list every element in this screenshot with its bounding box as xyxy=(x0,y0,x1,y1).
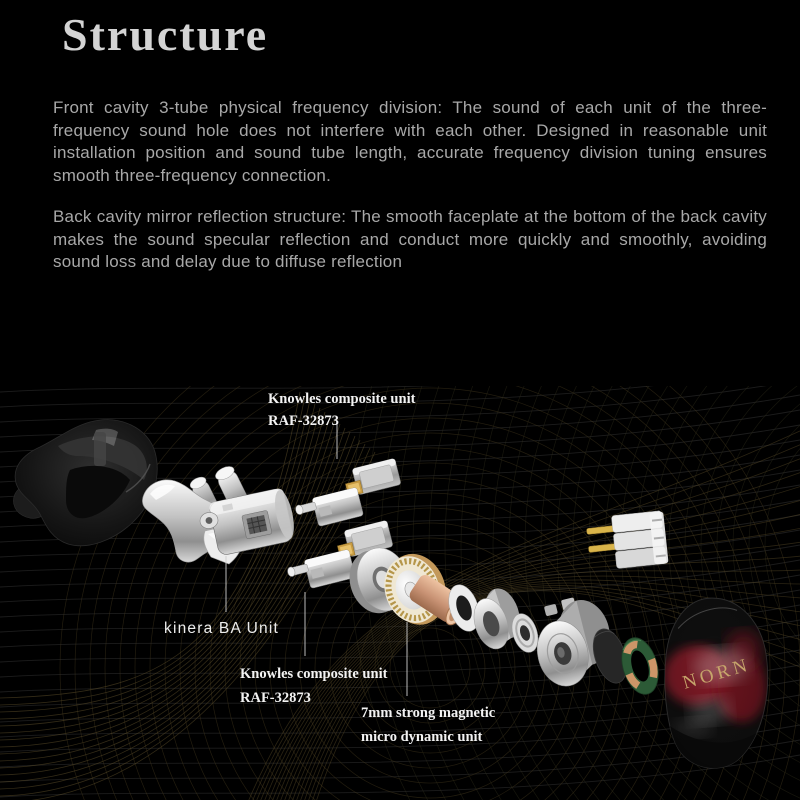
knowles-bottom-label-line1: Knowles composite unit xyxy=(240,666,388,682)
front-cavity-paragraph: Front cavity 3-tube physical frequency d… xyxy=(53,98,767,185)
knowles-top-label-line2: RAF-32873 xyxy=(268,413,339,429)
knowles-bottom-label-line2: RAF-32873 xyxy=(240,690,311,706)
pcb-ring-illustration xyxy=(621,637,659,695)
dynamic-unit-label-line2: micro dynamic unit xyxy=(361,729,483,745)
ba-unit-illustration xyxy=(199,488,294,555)
faceplate-illustration: NORN xyxy=(663,597,775,772)
washer-ring-3-illustration xyxy=(511,613,539,653)
back-cavity-paragraph: Back cavity mirror reflection structure:… xyxy=(53,207,767,271)
earphone-shell-illustration xyxy=(13,419,158,547)
knowles-top-label-line1: Knowles composite unit xyxy=(268,391,416,407)
two-pin-connector-illustration xyxy=(586,510,669,569)
page-title: Structure xyxy=(62,9,269,60)
kinera-ba-unit-label: kinera BA Unit xyxy=(164,620,279,637)
damping-disc-illustration xyxy=(592,628,628,684)
dynamic-unit-label-line1: 7mm strong magnetic xyxy=(361,705,496,721)
washer-ring-2-illustration xyxy=(473,588,520,650)
